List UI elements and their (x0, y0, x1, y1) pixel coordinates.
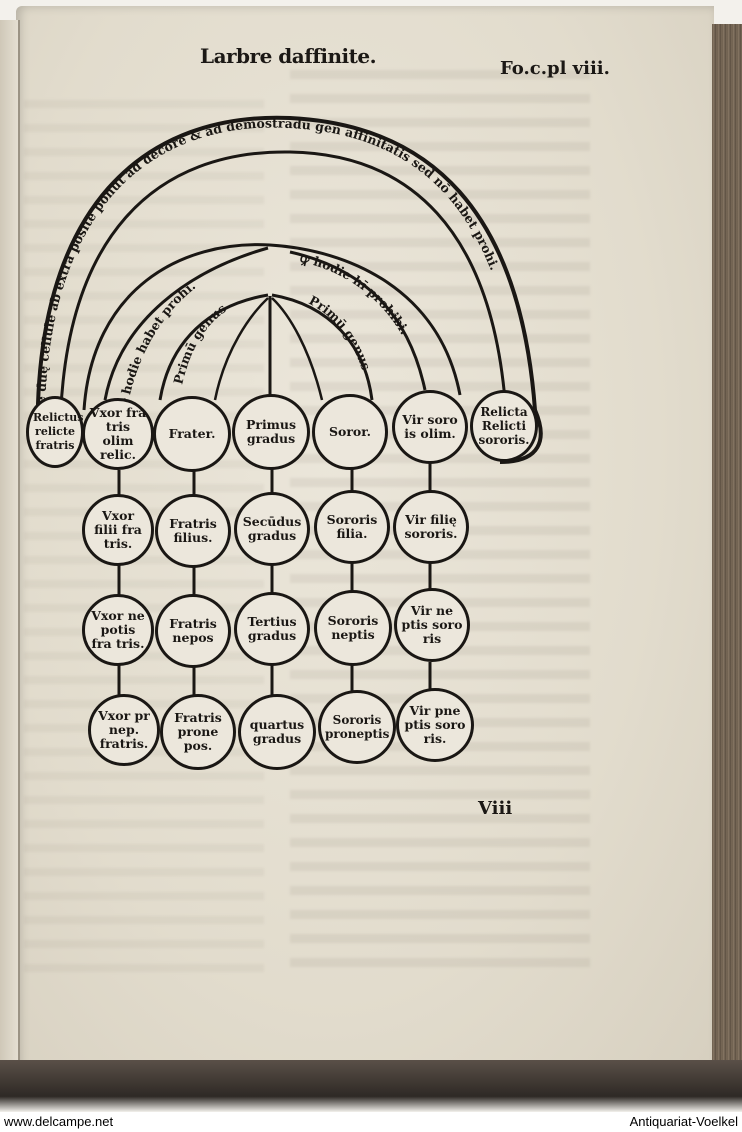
node-relictus-relicte-fratris: Relictus relicte fratris (26, 396, 84, 468)
node-vir-neptis-sororis: Vir ne ptis soro ris (394, 588, 470, 662)
center-left-branch (213, 297, 269, 401)
second-arc-band (82, 243, 462, 411)
arc-text-right-genus: Primū genus (307, 292, 374, 371)
node-vxor-nepotis-fratris: Vxor ne potis fra tris. (82, 594, 154, 666)
arc-text-right-inner: ꝙ hodie hī prohibi. (298, 250, 412, 337)
node-primus-gradus: Primus gradus (232, 394, 310, 470)
node-quartus-gradus: quartus gradus (238, 694, 316, 770)
node-fratris-nepos: Fratris nepos (155, 594, 231, 668)
node-soror: Soror. (312, 394, 388, 470)
right-inner-arc (289, 250, 427, 391)
node-sororis-proneptis: Sororis proneptis (318, 690, 396, 764)
center-right-branch (271, 297, 324, 401)
outer-arc-end (499, 409, 543, 464)
vertical-connectors (117, 462, 432, 695)
seller-watermark: Antiquariat-Voelkel (629, 1114, 738, 1129)
folio-number: Fo.c.pl viii. (500, 58, 610, 79)
outer-arc-inner-line (58, 150, 507, 451)
left-genus-arc (158, 293, 269, 401)
node-secundus-gradus: Secūdus gradus (234, 492, 310, 566)
node-vxor-filii-fratris: Vxor filii fra tris. (82, 494, 154, 566)
left-inner-arc (103, 246, 269, 401)
node-fratris-filius: Fratris filius. (155, 494, 231, 568)
arc-text-outer: Iste duę cellule ab extra posite ponūt a… (33, 115, 503, 422)
node-frater: Frater. (153, 396, 231, 472)
node-vxor-pronep-fratris: Vxor pr nep. fratris. (88, 694, 160, 766)
right-genus-arc (271, 293, 374, 401)
node-vir-proneptis-sororis: Vir pne ptis soro ris. (396, 688, 474, 762)
watermark-bar: www.delcampe.net Antiquariat-Voelkel (0, 1112, 742, 1132)
page-block-edge (712, 24, 742, 1064)
binding-shadow (0, 1060, 742, 1112)
arc-text-left-genus: Primū genus (170, 301, 228, 386)
node-relicta-relicti-sororis: Relicta Relicti sororis. (470, 390, 538, 462)
signature-mark: Viii (478, 798, 513, 819)
delcampe-watermark: www.delcampe.net (4, 1114, 114, 1129)
node-tertius-gradus: Tertius gradus (234, 592, 310, 666)
node-fratris-pronepos: Fratris prone pos. (160, 694, 236, 770)
node-sororis-filia: Sororis filia. (314, 490, 390, 564)
running-head: Larbre daffinite. (200, 44, 377, 68)
node-vir-filie-sororis: Vir filię sororis. (393, 490, 469, 564)
outer-arc-band (35, 115, 537, 451)
node-vir-sororis-olim: Vir soro is olim. (392, 390, 468, 464)
node-sororis-neptis: Sororis neptis (314, 590, 392, 666)
left-page-edge (0, 20, 20, 1060)
node-vxor-fratris-olim: Vxor fra tris olim relic. (82, 398, 154, 470)
